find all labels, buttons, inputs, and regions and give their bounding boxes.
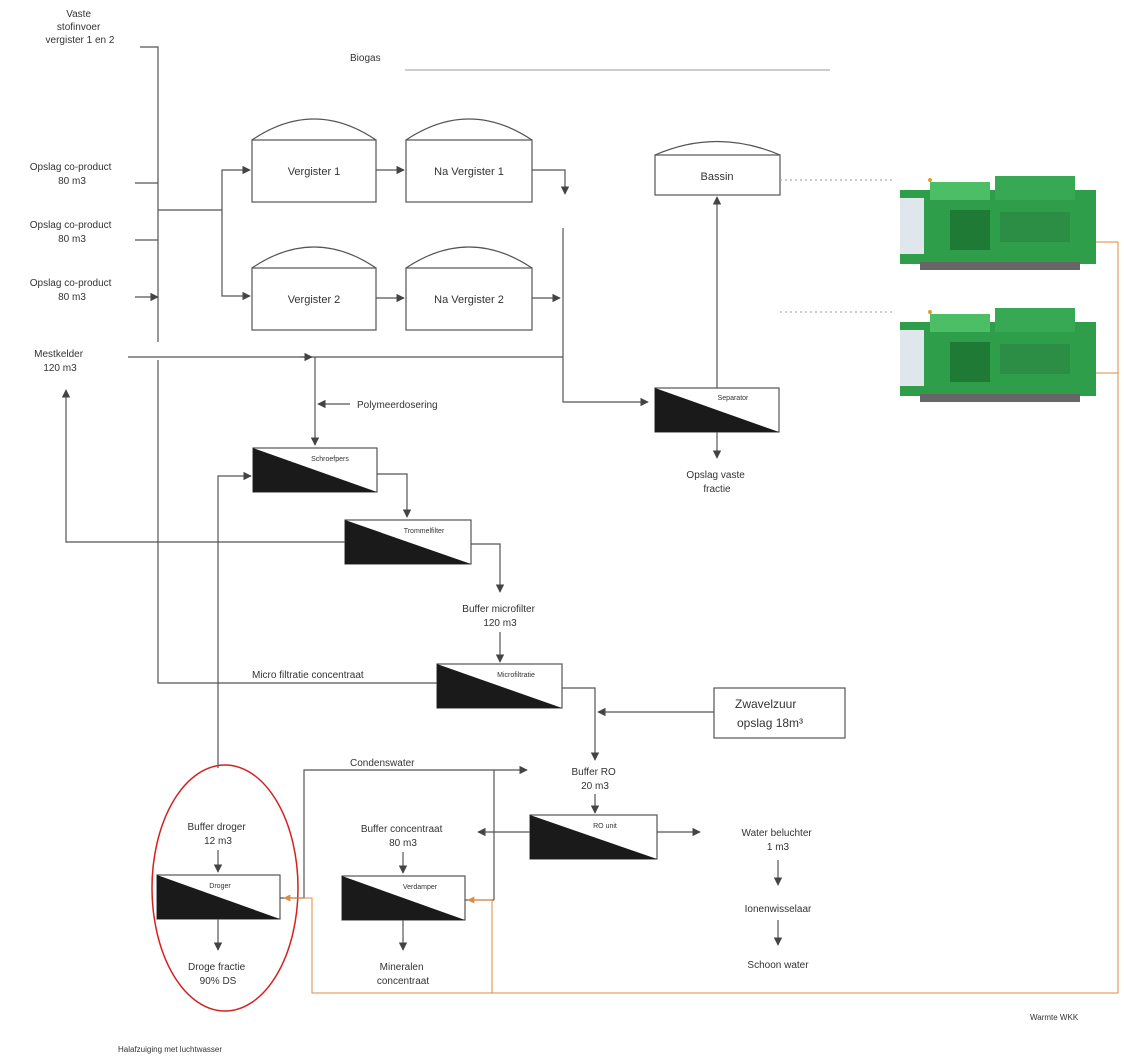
svg-text:Verdamper: Verdamper: [403, 884, 438, 891]
warmte-wkk-label: Warmte WKK: [1030, 1013, 1079, 1022]
warmte-lines: [283, 179, 1119, 994]
ionenwisselaar-label: Ionenwisselaar: [745, 904, 812, 915]
vaste-invoer-label: Vaste stofinvoer vergister 1 en 2: [46, 9, 115, 46]
droger: Droger: [156, 874, 281, 920]
condenswater-line: [303, 765, 528, 820]
svg-text:Na Vergister 2: Na Vergister 2: [434, 294, 504, 306]
svg-text:Zwavelzuur: Zwavelzuur: [735, 697, 796, 711]
svg-text:opslag 18m³: opslag 18m³: [737, 716, 803, 730]
buffer-microfilter-label: Buffer microfilter 120 m3: [462, 604, 537, 629]
svg-text:Separator: Separator: [718, 395, 749, 402]
svg-text:Schroefpers: Schroefpers: [311, 456, 349, 463]
input-lines: [135, 46, 251, 342]
vergister-2: Vergister 2: [251, 246, 377, 331]
schoon-water-label: Schoon water: [747, 960, 809, 971]
trommelfilter: Trommelfilter: [344, 519, 472, 565]
wkk-engine-1: [900, 176, 1096, 270]
water-beluchter-label: Water beluchter 1 m3: [742, 828, 815, 853]
schroefpers: Schroefpers: [252, 447, 378, 493]
buffer-concentraat-label: Buffer concentraat 80 m3: [361, 824, 445, 849]
polymeerdosering-label: Polymeerdosering: [357, 400, 438, 411]
separator: Separator: [654, 387, 780, 433]
droger-return-line: [217, 471, 252, 768]
buffer-ro-label: Buffer RO 20 m3: [571, 767, 618, 792]
mestkelder-lines: [128, 352, 563, 446]
bassin: Bassin: [654, 140, 781, 196]
trommelfilter-to-mestkelder-line: [61, 389, 345, 543]
svg-text:Bassin: Bassin: [700, 171, 733, 183]
svg-text:RO unit: RO unit: [593, 823, 617, 830]
na-vergister-1: Na Vergister 1: [405, 118, 533, 203]
vergister-1: Vergister 1: [251, 118, 377, 203]
halafzuiging-label: Halafzuiging met luchtwasser: [118, 1045, 222, 1054]
digester-flow-lines: [376, 165, 649, 407]
buffer-droger-label: Buffer droger 12 m3: [188, 822, 249, 847]
svg-text:Vergister 2: Vergister 2: [288, 294, 341, 306]
biogas-label: Biogas: [350, 53, 381, 64]
condenswater-label: Condenswater: [350, 758, 415, 769]
opslag-co-product-2: Opslag co-product 80 m3: [30, 220, 115, 245]
ro-unit: RO unit: [529, 814, 658, 860]
opslag-co-product-3: Opslag co-product 80 m3: [30, 278, 115, 303]
zwavelzuur-opslag: Zwavelzuur opslag 18m³: [713, 687, 846, 739]
highlight-ellipse: [151, 764, 299, 1012]
micro-concentraat-line: [157, 360, 437, 684]
verdamper: Verdamper: [341, 875, 466, 921]
wkk-engine-2: [900, 308, 1096, 402]
svg-text:Vergister 1: Vergister 1: [288, 166, 341, 178]
svg-text:Trommelfilter: Trommelfilter: [404, 528, 445, 535]
microfiltratie: Microfiltratie: [436, 663, 563, 709]
opslag-vaste-fractie: Opslag vaste fractie: [686, 470, 747, 495]
na-vergister-2: Na Vergister 2: [405, 246, 533, 331]
microfiltratie-out-line: [562, 687, 600, 761]
droger-condens-line: [280, 820, 305, 899]
svg-text:Microfiltratie: Microfiltratie: [497, 672, 535, 679]
svg-text:Na Vergister 1: Na Vergister 1: [434, 166, 504, 178]
opslag-co-product-1: Opslag co-product 80 m3: [30, 162, 115, 187]
mestkelder-label: Mestkelder 120 m3: [34, 349, 86, 374]
svg-text:Droger: Droger: [209, 883, 231, 890]
trommelfilter-out-line: [471, 543, 505, 593]
micro-filtratie-concentraat-label: Micro filtratie concentraat: [252, 670, 364, 681]
droge-fractie-label: Droge fractie 90% DS: [188, 962, 248, 987]
mineralen-concentraat-label: Mineralen concentraat: [377, 962, 429, 987]
schroefpers-out-line: [377, 473, 412, 518]
